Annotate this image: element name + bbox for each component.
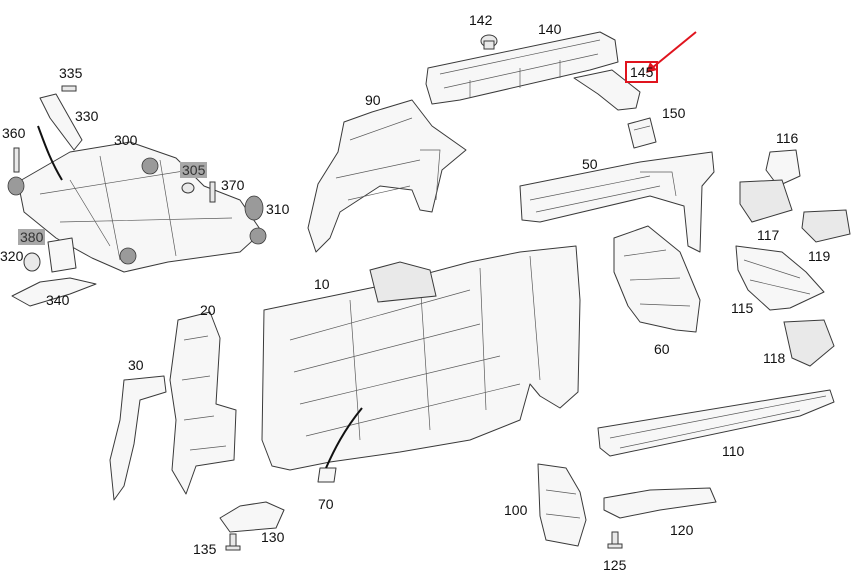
label-150: 150 xyxy=(662,105,686,121)
label-110: 110 xyxy=(722,443,745,459)
label-370: 370 xyxy=(221,177,245,193)
part-360-bolt xyxy=(13,147,20,173)
part-310-bushing xyxy=(244,195,264,221)
label-330: 330 xyxy=(75,108,99,124)
label-340: 340 xyxy=(46,292,70,308)
part-120-bracket xyxy=(603,487,717,519)
part-135-bolt xyxy=(225,533,241,551)
label-20: 20 xyxy=(200,302,216,318)
part-320-bushing xyxy=(23,252,41,272)
part-115 xyxy=(735,245,825,311)
part-130-plate xyxy=(219,501,285,533)
part-335-bolt xyxy=(61,85,77,92)
part-150-bracket xyxy=(627,117,657,149)
leader-360 xyxy=(37,125,63,181)
part-340-bracket xyxy=(11,277,97,307)
label-118: 118 xyxy=(763,350,786,366)
label-335: 335 xyxy=(59,65,83,81)
label-360: 360 xyxy=(2,125,26,141)
part-305 xyxy=(181,182,195,194)
part-116 xyxy=(765,149,801,187)
part-380-bracket xyxy=(47,237,77,273)
part-30-pillar xyxy=(109,375,167,501)
part-50-rail xyxy=(519,151,715,253)
label-60: 60 xyxy=(654,341,670,357)
part-60-panel xyxy=(613,225,701,333)
label-10: 10 xyxy=(314,276,330,292)
label-117: 117 xyxy=(757,227,780,243)
part-118 xyxy=(783,319,835,367)
part-300-subframe xyxy=(7,141,267,273)
part-125-bolt xyxy=(607,531,623,549)
label-300: 300 xyxy=(114,132,138,148)
label-116: 116 xyxy=(776,130,799,146)
label-140: 140 xyxy=(538,21,562,37)
part-140-upper-member xyxy=(425,31,619,105)
label-305: 305 xyxy=(180,162,208,178)
leader-70 xyxy=(325,407,363,469)
label-142: 142 xyxy=(469,12,493,28)
label-115: 115 xyxy=(731,300,754,316)
part-110-rail xyxy=(597,389,835,457)
part-370-bolt xyxy=(209,181,216,203)
part-70-clip xyxy=(317,467,337,483)
label-50: 50 xyxy=(582,156,598,172)
label-120: 120 xyxy=(670,522,694,538)
part-142-fastener xyxy=(480,34,498,50)
part-10-front-structure xyxy=(261,245,581,471)
part-20-pillar xyxy=(169,311,237,495)
label-30: 30 xyxy=(128,357,144,373)
part-117 xyxy=(739,179,793,223)
label-145[interactable]: 145 xyxy=(625,61,659,83)
label-320: 320 xyxy=(0,248,24,264)
label-70: 70 xyxy=(318,496,334,512)
part-330-arm xyxy=(39,93,83,151)
label-130: 130 xyxy=(261,529,285,545)
highlight-arrow xyxy=(646,31,697,73)
label-135: 135 xyxy=(193,541,217,557)
part-145-bracket xyxy=(573,69,641,111)
part-100-panel xyxy=(537,463,587,547)
label-125: 125 xyxy=(603,557,627,573)
label-100: 100 xyxy=(504,502,528,518)
label-380: 380 xyxy=(18,229,46,245)
part-119 xyxy=(801,209,851,243)
label-310: 310 xyxy=(266,201,290,217)
label-90: 90 xyxy=(365,92,381,108)
part-90-wheelhouse xyxy=(307,99,467,253)
label-119: 119 xyxy=(808,248,831,264)
